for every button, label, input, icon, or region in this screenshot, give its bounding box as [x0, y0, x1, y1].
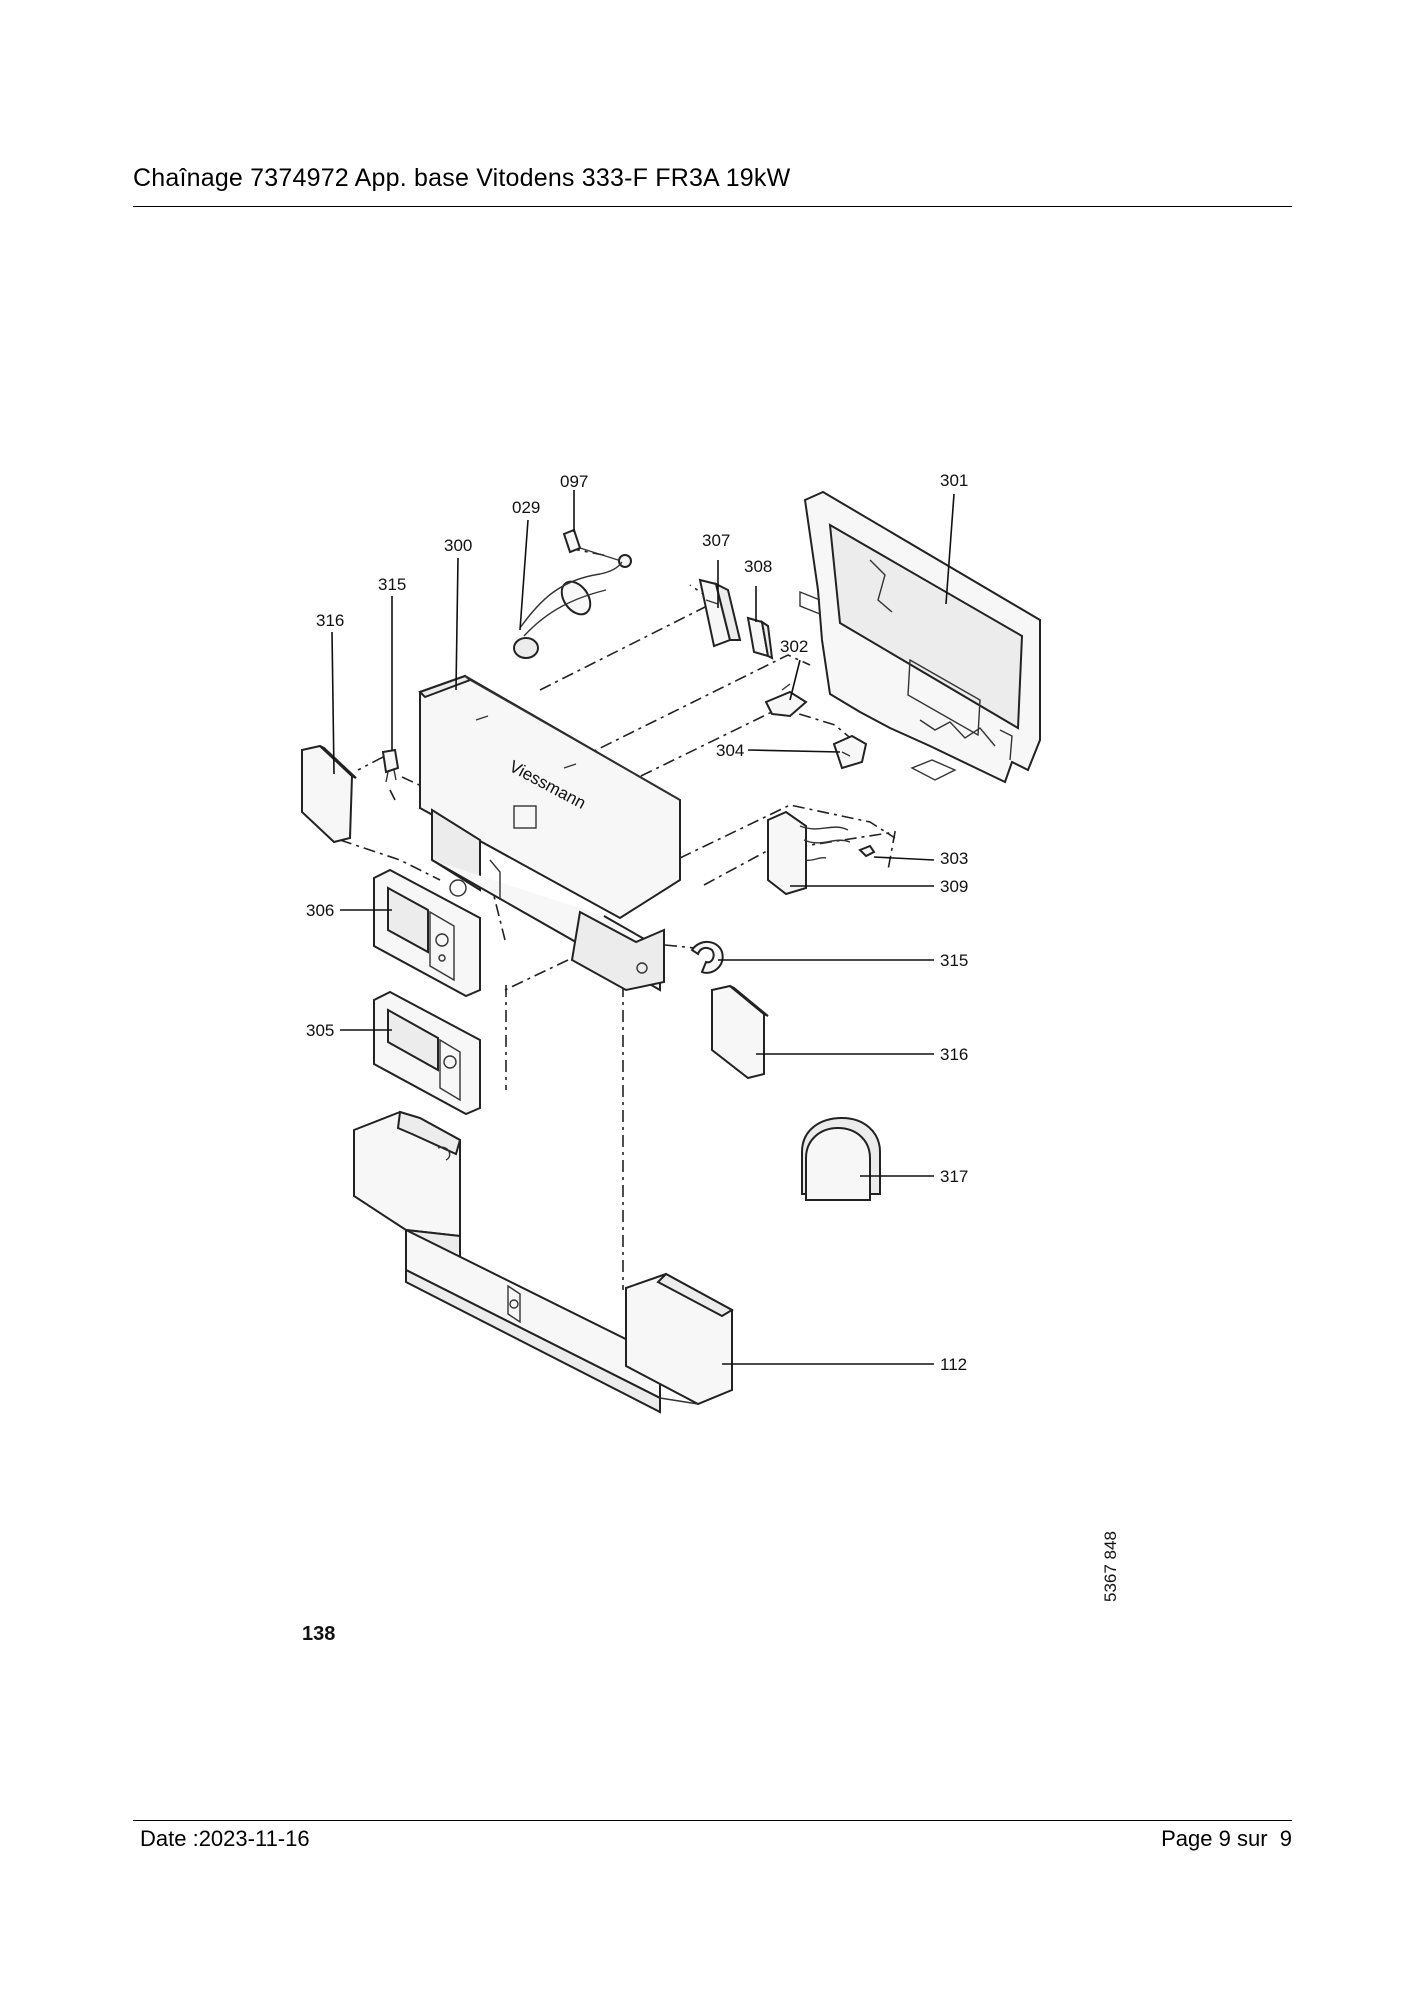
callout-304: 304 [716, 741, 744, 760]
callout-029: 029 [512, 498, 540, 517]
document-title: Chaînage 7374972 App. base Vitodens 333-… [133, 164, 791, 192]
footer-date: Date :2023-11-16 [140, 1826, 310, 1851]
callout-302: 302 [780, 637, 808, 656]
part-307-bracket [698, 578, 742, 648]
part-301-rear-frame [799, 490, 1041, 784]
part-309-cable-harness [767, 810, 851, 896]
callout-303: 303 [940, 849, 968, 868]
callout-301: 301 [940, 471, 968, 490]
part-315-clip-left [381, 748, 400, 783]
part-306-display-panel [373, 868, 481, 998]
part-303-terminal [858, 844, 876, 858]
part-300-control-housing: Viessmann [418, 674, 681, 992]
part-112-base-module [353, 1110, 735, 1414]
header-divider [133, 206, 1292, 207]
callout-315-right: 315 [940, 951, 968, 970]
callout-317: 317 [940, 1167, 968, 1186]
part-315-clip-right [690, 941, 724, 974]
callout-306: 306 [306, 901, 334, 920]
callout-308: 308 [744, 557, 772, 576]
callout-112: 112 [940, 1355, 967, 1374]
part-097-plug [562, 528, 632, 568]
part-304-connector [832, 734, 868, 770]
callout-labels: 097 029 300 315 316 307 308 302 301 304 … [306, 471, 968, 1374]
part-305-display-panel [373, 990, 481, 1116]
drawing-id: 5367 848 [1101, 1531, 1120, 1602]
part-317-round-cover [801, 1116, 881, 1201]
part-302-clip [764, 683, 808, 718]
callout-316-right: 316 [940, 1045, 968, 1064]
leader-lines [331, 490, 955, 1365]
footer-page-number: Page 9 sur 9 [1161, 1826, 1292, 1851]
part-029-cable-assembly [513, 561, 623, 659]
callout-309: 309 [940, 877, 968, 896]
callout-300: 300 [444, 536, 472, 555]
part-308-bracket [746, 616, 774, 660]
part-316-cover-left [301, 744, 357, 844]
callout-316-left: 316 [316, 611, 344, 630]
callout-315-left: 315 [378, 575, 406, 594]
footer-divider [133, 1820, 1292, 1821]
callout-307: 307 [702, 531, 730, 550]
part-316-cover-right [711, 984, 769, 1080]
callout-097: 097 [560, 472, 588, 491]
callout-305: 305 [306, 1021, 334, 1040]
page-code: 138 [302, 1623, 335, 1645]
